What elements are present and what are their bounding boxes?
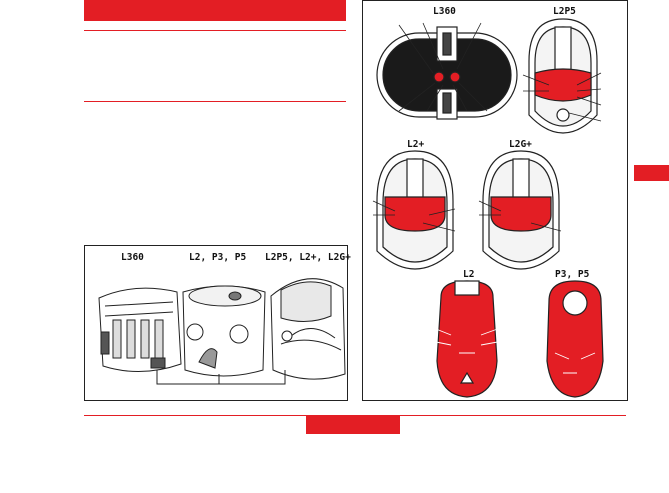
panels-drawing xyxy=(372,18,604,398)
l360-device-illustration xyxy=(98,287,182,373)
label-l2p5-l2plus-l2gplus: L2P5, L2+, L2G+ xyxy=(265,252,351,263)
label-p3-p5: P3, P5 xyxy=(555,269,590,280)
label-l2-p3-p5: L2, P3, P5 xyxy=(189,252,247,263)
header-bar xyxy=(84,0,346,21)
top-rule xyxy=(84,30,346,31)
label-l360: L360 xyxy=(121,252,144,263)
label-l2gplus: L2G+ xyxy=(509,139,532,150)
l2gplus-top-view xyxy=(478,150,562,270)
l2p5-top-view xyxy=(522,18,602,134)
page-number-box xyxy=(306,416,400,434)
l2plus-top-view xyxy=(372,150,456,270)
footer-rule xyxy=(84,415,626,416)
products-drawing xyxy=(98,278,346,385)
l360-top-view xyxy=(376,22,518,120)
label-l2: L2 xyxy=(463,269,475,280)
section-tab xyxy=(634,165,669,181)
switch-callout-line xyxy=(156,370,286,385)
l2-device-illustration xyxy=(182,285,266,377)
label-l2p5-top: L2P5 xyxy=(553,6,576,17)
products-figure: L360 L2, P3, P5 L2P5, L2+, L2G+ xyxy=(84,245,351,401)
label-l360-top: L360 xyxy=(433,6,456,17)
p3p5-panel-view xyxy=(546,280,604,398)
control-panels-figure: L360 L2P5 L2+ L2G+ L2 P3, P5 xyxy=(362,0,628,401)
l2-panel-view xyxy=(430,280,504,398)
label-l2plus: L2+ xyxy=(407,139,425,150)
l2p5-device-illustration xyxy=(270,278,346,380)
middle-rule xyxy=(84,101,346,102)
